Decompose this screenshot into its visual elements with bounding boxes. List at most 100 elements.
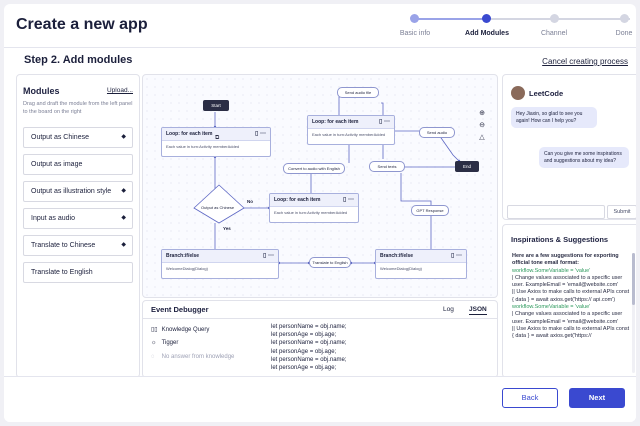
code-line: let personName = obj.name; bbox=[271, 356, 347, 363]
module-item-output-image[interactable]: Output as image bbox=[23, 154, 133, 175]
scrollbar-thumb[interactable] bbox=[632, 253, 635, 305]
scrollbar-track[interactable] bbox=[632, 253, 635, 373]
pill-send-texts[interactable]: Send texts bbox=[369, 161, 405, 172]
module-item-output-chinese[interactable]: Output as Chinese ◆ bbox=[23, 127, 133, 148]
end-node[interactable]: End bbox=[455, 161, 479, 172]
code-line: let personAge = obj.age; bbox=[271, 348, 337, 355]
modules-hint: Drag and draft the module from the left … bbox=[23, 101, 133, 115]
drag-handle-icon[interactable]: ◆ bbox=[121, 134, 126, 140]
branch-node-1[interactable]: Branch:if/else▯ ⋯ WelcomeDialog(Dialog) bbox=[161, 249, 279, 279]
copy-icon[interactable]: ⧉ bbox=[215, 135, 220, 141]
inspirations-panel: Inspirations & Suggestions Here are a fe… bbox=[502, 224, 636, 378]
node-tools-icon[interactable]: ▯ ⋯ bbox=[255, 131, 266, 137]
step-title: Step 2. Add modules bbox=[24, 54, 133, 66]
submit-button[interactable]: Submit bbox=[607, 205, 636, 219]
connector-sendtexts-gpt bbox=[400, 173, 432, 205]
code-line: let personName = obj.name; bbox=[271, 340, 347, 347]
debugger-title: Event Debugger bbox=[151, 305, 209, 314]
back-button[interactable]: Back bbox=[502, 388, 558, 408]
zoom-in-icon[interactable]: ⊕ bbox=[479, 110, 485, 117]
node-body: Each value in turn:Activity memberAdded bbox=[274, 210, 348, 215]
module-label: Input as audio bbox=[31, 215, 75, 222]
inspiration-line: | Change values associated to a specific… bbox=[512, 311, 623, 325]
tab-json[interactable]: JSON bbox=[469, 306, 487, 315]
node-title-text: Loop: for each item bbox=[274, 197, 321, 203]
node-title: Branch:if/else ▯ ⋯ bbox=[162, 250, 278, 263]
drag-handle-icon[interactable]: ◆ bbox=[121, 242, 126, 248]
step-dot-basic-info[interactable] bbox=[410, 14, 419, 23]
node-title: Branch:if/else ▯ ⋯ bbox=[376, 250, 466, 263]
node-tools-icon[interactable]: ▯ ⋯ bbox=[451, 253, 462, 259]
loop-node-1[interactable]: Loop: for each item ▯ ⋯ Each value in tur… bbox=[161, 127, 271, 157]
step-dot-add-modules[interactable] bbox=[482, 14, 491, 23]
sun-icon: ☼ bbox=[151, 340, 157, 346]
debugger-item-label: Knowledge Query bbox=[161, 327, 210, 333]
canvas-toolbar: ⊕ ⊖ △ bbox=[477, 109, 491, 145]
loop-node-2[interactable]: Loop: for each item▯ ⋯ Each value in tur… bbox=[307, 115, 395, 145]
module-label: Translate to English bbox=[31, 269, 93, 276]
drag-handle-icon[interactable]: ◆ bbox=[121, 215, 126, 221]
upload-link[interactable]: Upload... bbox=[106, 87, 133, 94]
module-item-translate-english[interactable]: Translate to English bbox=[23, 262, 133, 283]
node-title: Loop: for each item ▯ ⋯ bbox=[308, 116, 394, 129]
app-frame: Create a new app Basic info Add Modules … bbox=[4, 4, 636, 422]
decision-diamond bbox=[193, 184, 245, 224]
node-tools-icon[interactable]: ▯ ⋯ bbox=[343, 197, 354, 203]
connector-loop2-sendfile bbox=[338, 96, 355, 115]
debugger-item-label: No answer from knowledge bbox=[161, 354, 235, 360]
debugger-item-knowledge[interactable]: ▯▯ Knowledge Query bbox=[151, 326, 209, 333]
debugger-item-no-answer[interactable]: ◌ No answer from knowledge bbox=[151, 354, 234, 360]
debugger-item-label: Tigger bbox=[161, 340, 179, 346]
decision-label: Output as Chinese bbox=[201, 205, 235, 210]
node-title: Loop: for each item ▯ ⋯ bbox=[270, 194, 358, 207]
pill-send-audio[interactable]: Send audio bbox=[419, 127, 455, 138]
node-tools-icon[interactable]: ▯ ⋯ bbox=[263, 253, 274, 259]
code-line: let personAge = obj.age; bbox=[271, 332, 337, 339]
module-item-translate-chinese[interactable]: Translate to Chinese ◆ bbox=[23, 235, 133, 256]
branch-node-2[interactable]: Branch:if/else ▯ ⋯ WelcomeDialog(Dialog) bbox=[375, 249, 467, 279]
node-title-text: Branch:if/else bbox=[166, 253, 200, 259]
pill-convert-english[interactable]: Convert to audio with English bbox=[283, 163, 345, 174]
node-title-text: Loop: for each item bbox=[166, 131, 213, 137]
stepper: Basic info Add Modules Channel Done bbox=[390, 12, 632, 42]
header: Create a new app Basic info Add Modules … bbox=[4, 4, 636, 48]
debugger-item-trigger[interactable]: ☼ Tigger bbox=[151, 340, 178, 346]
pill-send-audio-file[interactable]: Send audio file bbox=[337, 87, 379, 98]
event-debugger: Event Debugger Log JSON ▯▯ Knowledge Que… bbox=[142, 300, 498, 378]
inspiration-line: || Use Axios to make calls to external A… bbox=[512, 325, 630, 340]
zoom-out-icon[interactable]: ⊖ bbox=[479, 122, 485, 129]
next-button[interactable]: Next bbox=[569, 388, 625, 408]
step-dot-done[interactable] bbox=[620, 14, 629, 23]
bot-message: Hey Jiaxin, so glad to see you again! Ho… bbox=[511, 107, 597, 128]
start-node[interactable]: Start bbox=[203, 100, 229, 111]
avatar bbox=[511, 86, 525, 100]
node-title-text: Loop: for each item bbox=[312, 119, 359, 125]
json-code: let personName = obj.name; let personAge… bbox=[271, 323, 347, 372]
step-label-channel: Channel bbox=[540, 30, 568, 37]
node-body: WelcomeDialog(Dialog) bbox=[380, 266, 422, 271]
warning-icon[interactable]: △ bbox=[479, 134, 485, 141]
node-title: Loop: for each item ▯ ⋯ bbox=[162, 128, 270, 141]
inspiration-line: workflow.SomeVariable = 'value' bbox=[512, 267, 591, 274]
cancel-link[interactable]: Cancel creating process bbox=[542, 57, 628, 66]
chat-input[interactable] bbox=[507, 205, 605, 219]
modules-title: Modules bbox=[23, 86, 60, 96]
node-title-text: Branch:if/else bbox=[380, 253, 414, 259]
pill-gpt-response[interactable]: GPT Response bbox=[411, 205, 449, 216]
step-label-add-modules: Add Modules bbox=[465, 30, 509, 37]
module-item-output-illustration[interactable]: Output as illustration style ◆ bbox=[23, 181, 133, 202]
flow-canvas[interactable]: Start Loop: for each item ▯ ⋯ Each value … bbox=[142, 74, 498, 298]
step-label-basic-info: Basic info bbox=[399, 30, 431, 37]
step-dot-channel[interactable] bbox=[550, 14, 559, 23]
pill-translate-english[interactable]: Translate to English bbox=[309, 257, 351, 268]
tab-log[interactable]: Log bbox=[443, 306, 454, 313]
node-tools-icon[interactable]: ▯ ⋯ bbox=[379, 119, 390, 125]
code-line: let personAge = obj.age; bbox=[271, 365, 337, 372]
inspirations-text: Here are a few suggestions for exporting… bbox=[512, 253, 630, 373]
loop-node-3[interactable]: Loop: for each item ▯ ⋯ Each value in tur… bbox=[269, 193, 359, 223]
drag-handle-icon[interactable]: ◆ bbox=[121, 188, 126, 194]
module-item-input-audio[interactable]: Input as audio ◆ bbox=[23, 208, 133, 229]
node-body: Each value in turn:Activity memberAdded bbox=[166, 144, 240, 149]
module-label: Output as image bbox=[31, 161, 83, 168]
no-label: No bbox=[247, 199, 253, 204]
